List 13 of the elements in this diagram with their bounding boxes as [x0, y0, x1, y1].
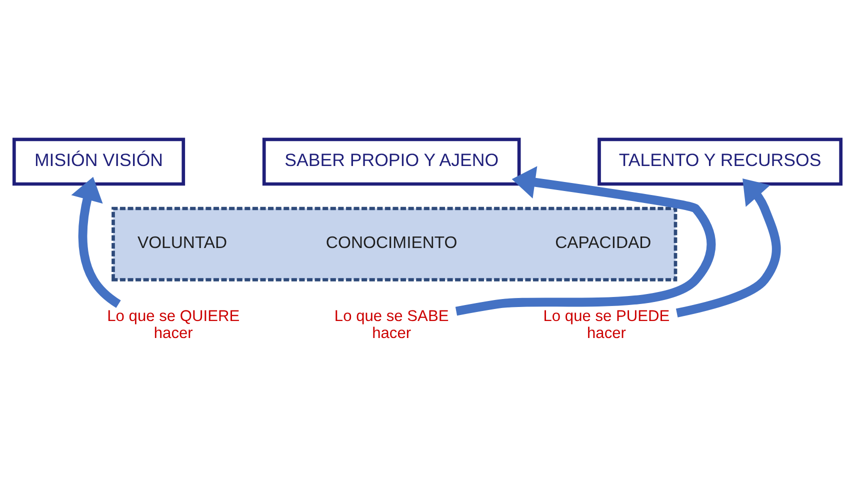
node-box: TALENTO Y RECURSOS: [598, 138, 843, 186]
node-text: CONOCIMIENTO: [326, 233, 458, 252]
node-text: CAPACIDAD: [555, 233, 652, 252]
node-text: Lo que se QUIERE hacer: [107, 308, 240, 342]
node-box: SABER PROPIO Y AJENO: [262, 138, 521, 186]
cluster: [112, 206, 678, 282]
node-text: Lo que se PUEDE hacer: [543, 308, 670, 342]
node-text: VOLUNTAD: [137, 233, 228, 252]
node-text: Lo que se SABE hacer: [334, 308, 449, 342]
arrow: [71, 176, 121, 308]
arrow: [676, 178, 781, 318]
arrow: [455, 166, 716, 316]
node-box: MISIÓN VISIÓN: [12, 138, 186, 186]
